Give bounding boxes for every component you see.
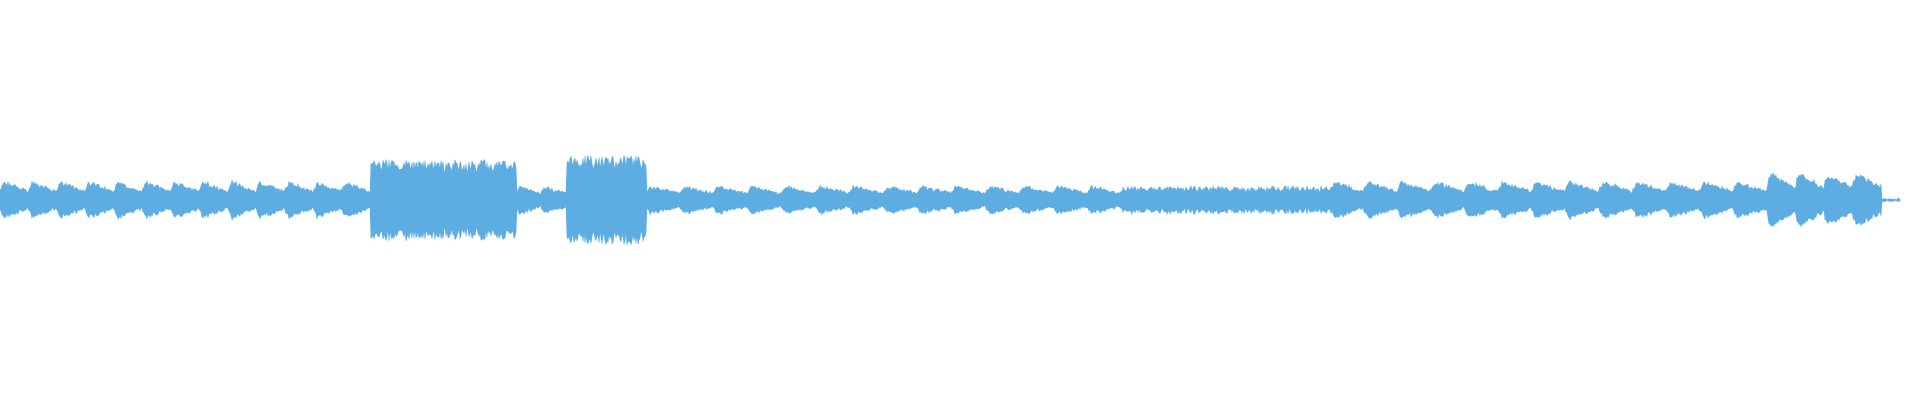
waveform-path — [0, 154, 1901, 246]
